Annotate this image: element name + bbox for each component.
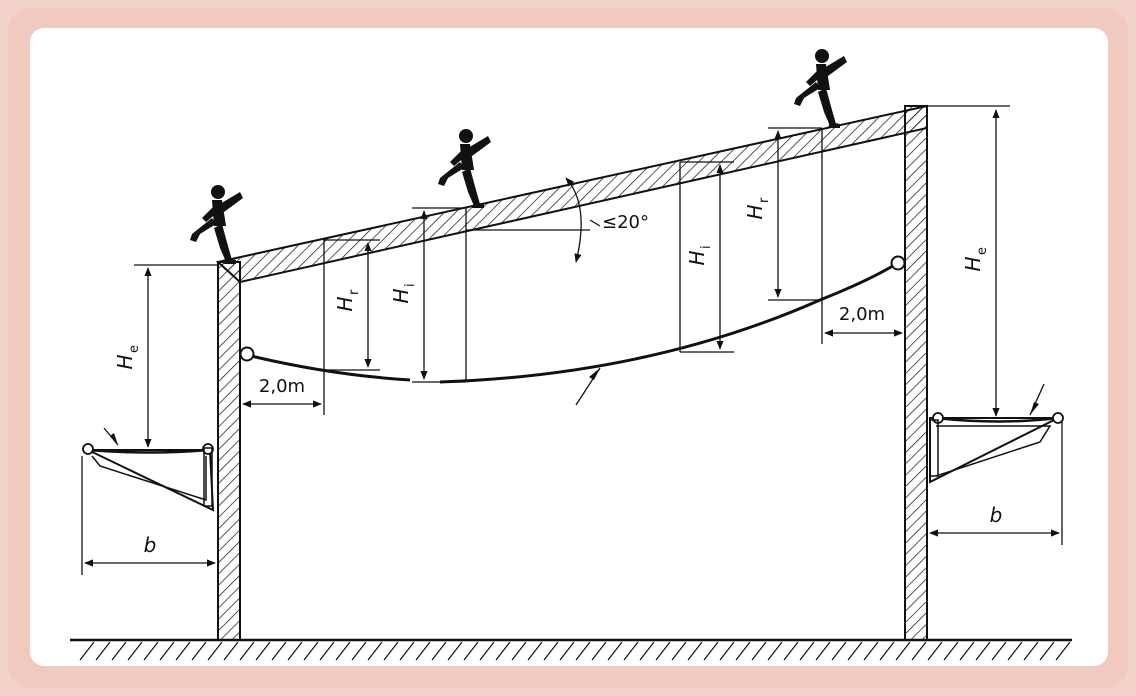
svg-text:e: e bbox=[975, 247, 990, 255]
runner-left bbox=[190, 185, 243, 264]
angle-label: ≤20° bbox=[602, 212, 649, 233]
svg-text:H: H bbox=[743, 204, 767, 219]
b-left-label: b bbox=[144, 533, 157, 557]
hi-right-label: H i bbox=[685, 245, 714, 265]
svg-text:r: r bbox=[347, 289, 362, 295]
ground bbox=[70, 638, 1072, 661]
svg-text:H: H bbox=[113, 354, 137, 369]
left-catch-platform bbox=[82, 427, 215, 512]
svg-text:H: H bbox=[685, 250, 709, 265]
net-anchor-left bbox=[239, 346, 255, 362]
net-anchor-right bbox=[890, 255, 906, 271]
dist-2m-right-label: 2,0m bbox=[839, 304, 885, 325]
hr-left-label: H r bbox=[333, 289, 362, 312]
right-catch-platform bbox=[929, 383, 1064, 484]
he-left-label: H e bbox=[113, 345, 142, 370]
runner-right bbox=[794, 49, 847, 128]
svg-text:r: r bbox=[757, 197, 772, 203]
he-right-label: H e bbox=[961, 247, 990, 272]
runner-middle bbox=[438, 129, 491, 208]
left-wall bbox=[217, 261, 241, 641]
svg-text:e: e bbox=[127, 345, 142, 353]
hr-right-label: H r bbox=[743, 197, 772, 220]
internal-safety-net bbox=[239, 255, 906, 406]
dist-2m-left-label: 2,0m bbox=[259, 376, 305, 397]
dimension-lines bbox=[81, 109, 1063, 575]
hi-middle-label: H i bbox=[389, 283, 418, 303]
svg-text:H: H bbox=[333, 296, 357, 311]
b-right-label: b bbox=[990, 503, 1003, 527]
svg-text:H: H bbox=[961, 256, 985, 271]
svg-text:H: H bbox=[389, 288, 413, 303]
svg-text:i: i bbox=[699, 245, 714, 249]
svg-text:i: i bbox=[403, 283, 418, 287]
right-wall bbox=[904, 105, 928, 641]
